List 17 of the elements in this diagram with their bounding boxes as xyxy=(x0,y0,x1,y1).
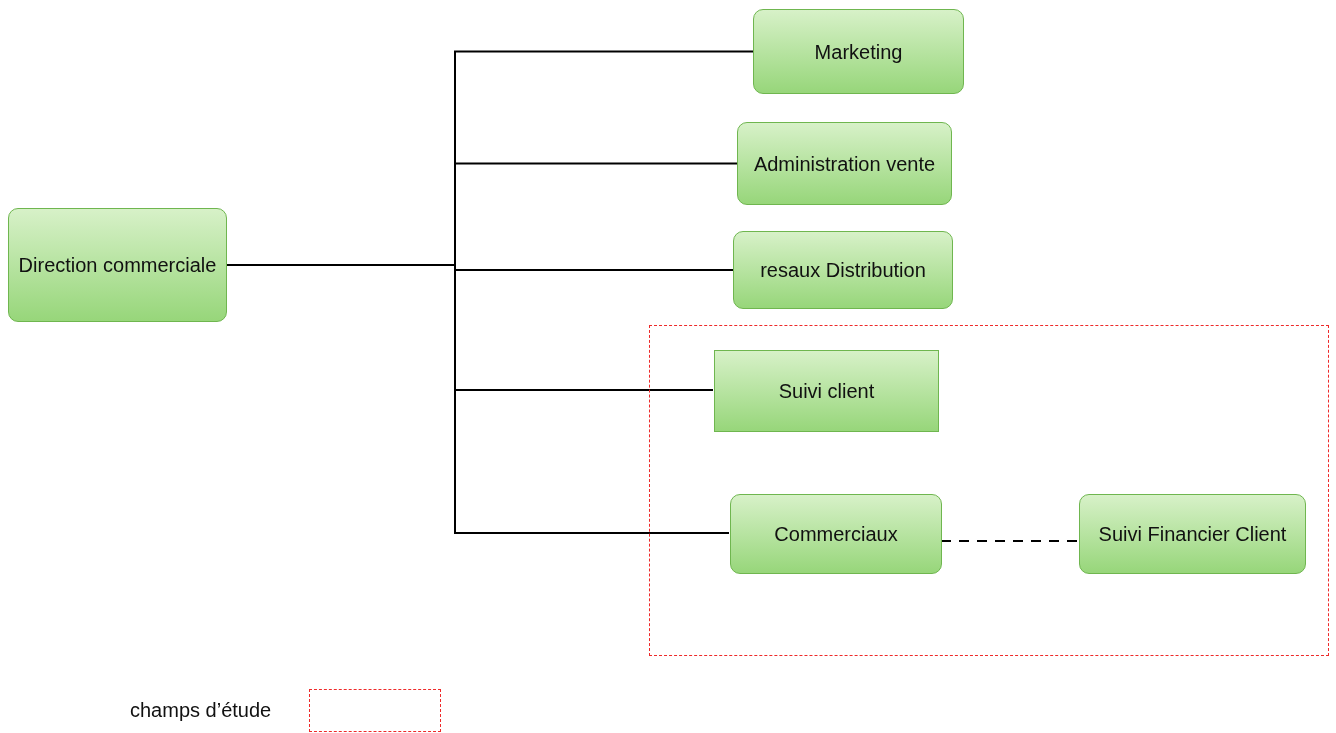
unit-label: Marketing xyxy=(814,39,903,64)
unit-label: Direction commerciale xyxy=(18,253,217,277)
unit-box xyxy=(733,231,953,309)
unit-label: Suivi client xyxy=(778,379,875,403)
unit-box xyxy=(730,494,942,574)
unit-box xyxy=(714,350,939,432)
unit-box xyxy=(753,9,964,94)
unit-box xyxy=(8,208,227,322)
unit-box xyxy=(1079,494,1306,574)
connector-line xyxy=(940,540,1079,542)
unit-label: resaux Distribution xyxy=(760,258,926,282)
unit-box xyxy=(737,122,952,205)
legend-label: champs d’étude xyxy=(130,699,272,722)
study-area-frame xyxy=(649,325,1329,656)
unit-label: Suivi Financier Client xyxy=(1098,522,1287,546)
unit-label: Commerciaux xyxy=(774,522,898,546)
unit-label: Administration vente xyxy=(753,151,936,176)
